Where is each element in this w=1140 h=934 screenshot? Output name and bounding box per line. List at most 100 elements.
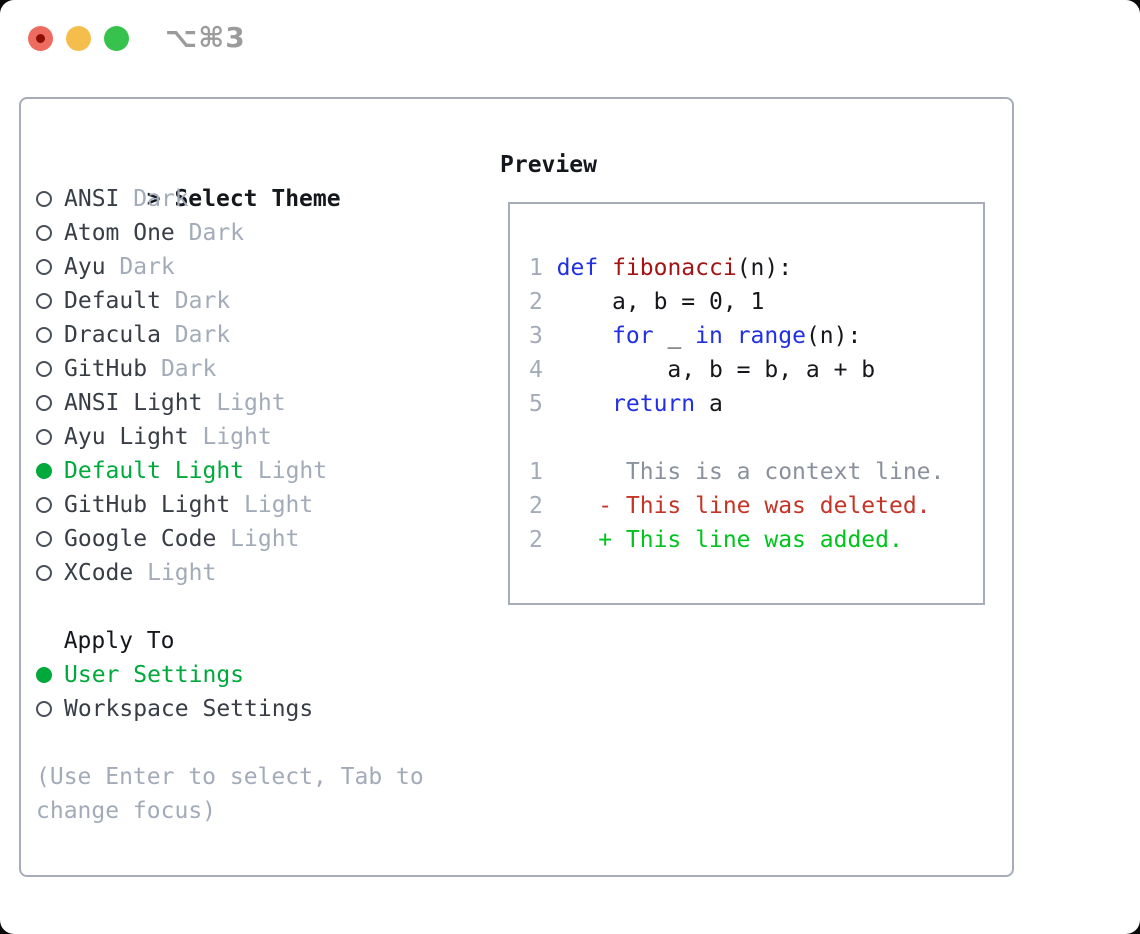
- radio-unselected-icon: [36, 565, 52, 581]
- theme-variant-badge: Light: [244, 492, 314, 518]
- radio-unselected-icon: [36, 327, 52, 343]
- theme-variant-badge: Light: [257, 458, 328, 484]
- preview-title: Preview: [500, 152, 597, 178]
- radio-unselected-icon: [36, 259, 52, 275]
- line-number: 2: [529, 289, 543, 315]
- line-number: 5: [529, 391, 543, 417]
- theme-option-default-light[interactable]: Default Light Light: [36, 454, 424, 488]
- theme-name: Atom One: [64, 220, 189, 246]
- code-line: 1 def fibonacci(n):: [529, 251, 983, 285]
- diff-line-context: 1 This is a context line.: [529, 455, 983, 489]
- apply-option-label: Workspace Settings: [64, 696, 314, 722]
- code-token-keyword: in: [695, 323, 723, 349]
- code-token-function: fibonacci: [612, 255, 737, 281]
- radio-unselected-icon: [36, 497, 52, 513]
- theme-option-atom-one[interactable]: Atom One Dark: [36, 216, 424, 250]
- radio-unselected-icon: [36, 361, 52, 377]
- theme-variant-badge: Light: [147, 560, 217, 586]
- apply-to-header: Apply To: [63, 628, 175, 654]
- theme-name: Google Code: [64, 526, 231, 552]
- spacer: [36, 726, 424, 760]
- code-token-plain: [723, 323, 737, 349]
- diff-preview: 1 This is a context line.2 - This line w…: [529, 455, 983, 557]
- theme-name: Dracula: [64, 322, 175, 348]
- code-token-plain: [557, 323, 612, 349]
- code-token-keyword: for: [612, 323, 654, 349]
- window-shortcut-label: ⌥⌘3: [165, 21, 246, 54]
- code-line: 4 a, b = b, a + b: [529, 353, 983, 387]
- code-token-plain: a, b = b, a + b: [556, 357, 876, 383]
- apply-option-label: User Settings: [64, 662, 245, 688]
- line-number: 1: [529, 459, 543, 485]
- select-theme-title: Select Theme: [174, 186, 341, 212]
- radio-unselected-icon: [36, 225, 52, 241]
- radio-unselected-icon: [36, 395, 52, 411]
- theme-name: Ayu Light: [64, 424, 203, 450]
- apply-option-user-settings[interactable]: User Settings: [36, 658, 424, 692]
- code-token-plain: a: [695, 391, 723, 417]
- theme-name: ANSI Light: [64, 390, 217, 416]
- theme-name: Default: [64, 288, 175, 314]
- code-line: 3 for _ in range(n):: [529, 319, 983, 353]
- theme-option-ayu-light[interactable]: Ayu Light Light: [36, 420, 424, 454]
- theme-variant-badge: Dark: [133, 186, 189, 212]
- spacer: [36, 590, 424, 624]
- code-token-plain: _: [653, 323, 696, 349]
- theme-name: GitHub Light: [64, 492, 245, 518]
- close-dot-icon: [36, 34, 45, 43]
- traffic-lights: [28, 26, 129, 51]
- code-line: 5 return a: [529, 387, 983, 421]
- theme-variant-badge: Light: [230, 526, 300, 552]
- theme-variant-badge: Dark: [160, 356, 217, 382]
- theme-name: Ayu: [64, 254, 120, 280]
- theme-variant-badge: Dark: [119, 254, 175, 280]
- help-text-line-1: (Use Enter to select, Tab to: [36, 764, 424, 790]
- code-token-keyword: def: [556, 255, 599, 281]
- code-token-plain: (n):: [736, 255, 793, 281]
- diff-line-deleted: 2 - This line was deleted.: [529, 489, 983, 523]
- theme-option-github[interactable]: GitHub Dark: [36, 352, 424, 386]
- code-token-keyword: return: [612, 391, 696, 417]
- line-number: 1: [529, 255, 543, 281]
- radio-selected-icon: [36, 667, 52, 683]
- line-number: 4: [529, 357, 543, 383]
- radio-unselected-icon: [36, 531, 52, 547]
- theme-option-google-code[interactable]: Google Code Light: [36, 522, 424, 556]
- help-text-line-2: change focus): [36, 798, 217, 824]
- close-button[interactable]: [28, 26, 53, 51]
- theme-name: GitHub: [64, 356, 161, 382]
- code-token-plain: (n):: [805, 323, 862, 349]
- theme-variant-badge: Dark: [174, 288, 231, 314]
- radio-selected-icon: [36, 463, 52, 479]
- theme-variant-badge: Light: [202, 424, 272, 450]
- theme-option-github-light[interactable]: GitHub Light Light: [36, 488, 424, 522]
- apply-option-workspace-settings[interactable]: Workspace Settings: [36, 692, 424, 726]
- theme-variant-badge: Light: [216, 390, 286, 416]
- code-token-keyword: range: [736, 323, 806, 349]
- theme-option-xcode[interactable]: XCode Light: [36, 556, 424, 590]
- select-theme-header: > Select Theme: [36, 148, 424, 212]
- cursor-prompt-icon: >: [146, 186, 161, 212]
- theme-option-dracula[interactable]: Dracula Dark: [36, 318, 424, 352]
- diff-text: + This line was added.: [556, 527, 903, 553]
- theme-option-ansi[interactable]: ANSI Dark: [36, 182, 424, 216]
- minimize-button[interactable]: [66, 26, 91, 51]
- diff-text: - This line was deleted.: [556, 493, 931, 519]
- line-number: 2: [529, 527, 543, 553]
- code-line: 2 a, b = 0, 1: [529, 285, 983, 319]
- zoom-button[interactable]: [104, 26, 129, 51]
- radio-unselected-icon: [36, 701, 52, 717]
- radio-unselected-icon: [36, 429, 52, 445]
- code-token-plain: [557, 391, 612, 417]
- theme-option-ansi-light[interactable]: ANSI Light Light: [36, 386, 424, 420]
- code-token-plain: [598, 255, 612, 281]
- radio-unselected-icon: [36, 191, 52, 207]
- spacer: [529, 421, 983, 455]
- theme-option-default[interactable]: Default Dark: [36, 284, 424, 318]
- theme-option-ayu[interactable]: Ayu Dark: [36, 250, 424, 284]
